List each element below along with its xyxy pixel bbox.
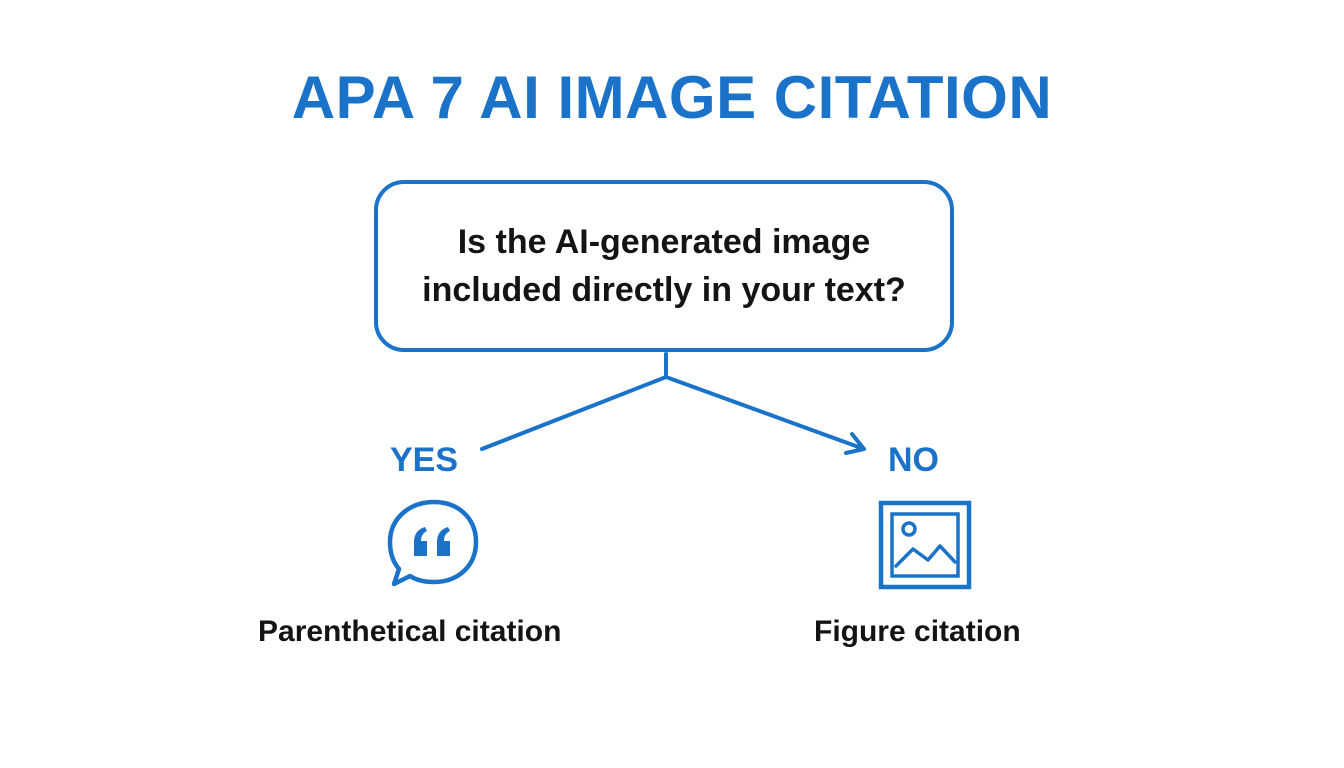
question-text: Is the AI-generated image included direc… xyxy=(394,218,934,314)
question-line-1: Is the AI-generated image xyxy=(457,223,871,261)
arrowhead-no xyxy=(844,432,866,455)
question-box: Is the AI-generated image included direc… xyxy=(374,180,954,352)
yes-label: YES xyxy=(390,441,459,479)
quote-speech-bubble-icon xyxy=(387,499,479,587)
image-picture-icon xyxy=(878,500,972,590)
connector-yes-branch xyxy=(480,375,668,451)
question-line-2: included directly in your text? xyxy=(422,271,906,309)
no-label: NO xyxy=(888,441,939,479)
page-title: APA 7 AI IMAGE CITATION xyxy=(291,64,1053,131)
connector-no-branch xyxy=(664,375,866,451)
figure-citation-label: Figure citation xyxy=(814,615,1021,648)
parenthetical-citation-label: Parenthetical citation xyxy=(258,615,562,648)
